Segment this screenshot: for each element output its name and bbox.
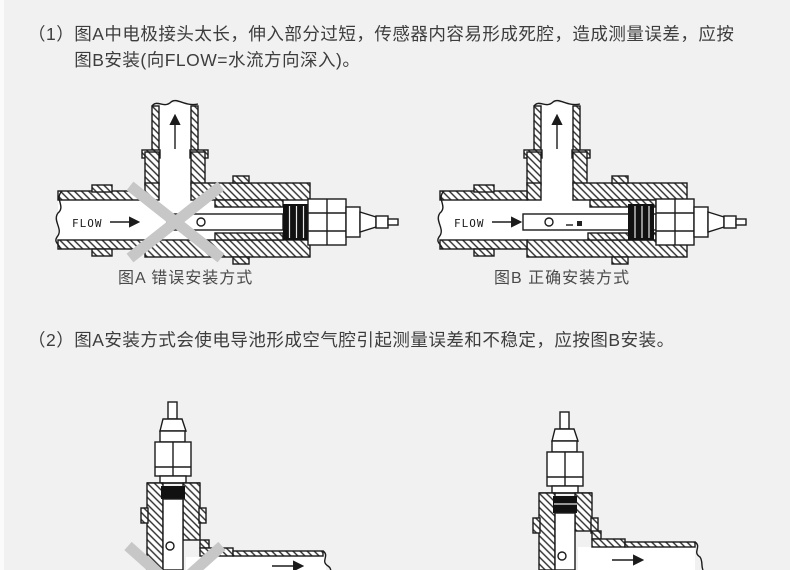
elbow-pipe xyxy=(591,530,704,570)
list-number: （2） xyxy=(28,330,75,350)
flow-label: FLOW xyxy=(72,217,103,230)
fitting-body xyxy=(532,492,599,570)
list-number: （1） xyxy=(28,24,75,44)
pipe-break-edge xyxy=(322,550,332,570)
cable-tip xyxy=(559,411,570,430)
figure-b-drawing: FLOW xyxy=(437,99,747,265)
electrode-shaft xyxy=(162,498,184,570)
paragraph-text: 图A安装方式会使电导池形成空气腔引起测量误差和不稳定，应按图B安装。 xyxy=(74,327,674,353)
inlet-pipe: FLOW xyxy=(55,184,146,257)
cable-tip xyxy=(735,218,747,226)
figure-c-drawing xyxy=(124,401,332,570)
connector-assembly xyxy=(154,401,192,484)
electrode-hole-icon xyxy=(165,541,175,551)
cable-tip xyxy=(387,218,399,226)
paragraph-text: 图A中电极接头太长，伸入部分过短，传感器内容易形成死腔，造成测量误差，应按 图B… xyxy=(74,21,734,73)
figure-d-drawing xyxy=(532,411,704,570)
page-left-edge xyxy=(0,0,4,570)
flow-label: FLOW xyxy=(454,217,485,230)
inlet-pipe: FLOW xyxy=(437,184,528,257)
branch-pipe xyxy=(523,99,591,186)
pipe-break-edge xyxy=(694,541,704,570)
tee-body xyxy=(144,175,311,265)
instruction-paragraph-2: （2） 图A安装方式会使电导池形成空气腔引起测量误差和不稳定，应按图B安装。 xyxy=(28,327,772,353)
electrode-hole-icon xyxy=(557,551,567,561)
ferrule xyxy=(283,204,308,240)
fitting-body xyxy=(140,482,207,570)
tee-body xyxy=(526,175,688,265)
figure-a-caption: 图A 错误安装方式 xyxy=(118,270,254,287)
paragraph-line: 图A中电极接头太长，伸入部分过短，传感器内容易形成死腔，造成测量误差，应按 xyxy=(74,24,735,44)
paragraph-line: 图B安装(向FLOW=水流方向深入)。 xyxy=(74,50,361,70)
electrode-assembly xyxy=(166,198,399,246)
connector-assembly xyxy=(546,411,584,494)
electrode-hole-icon xyxy=(544,217,554,227)
cable-tip xyxy=(167,401,178,420)
figure-a-drawing: FLOW xyxy=(55,99,399,265)
figure-b-caption: 图B 正确安装方式 xyxy=(494,270,631,287)
paragraph-line: 图A安装方式会使电导池形成空气腔引起测量误差和不稳定，应按图B安装。 xyxy=(74,330,675,350)
branch-pipe xyxy=(141,99,209,186)
ferrule xyxy=(628,204,654,240)
pipe-break-edge xyxy=(437,190,445,250)
cross-icon xyxy=(126,181,225,263)
instruction-paragraph-1: （1） 图A中电极接头太长，伸入部分过短，传感器内容易形成死腔，造成测量误差，应… xyxy=(28,21,772,73)
cross-icon xyxy=(124,541,226,570)
electrode-assembly xyxy=(522,198,747,246)
ferrule xyxy=(161,486,185,499)
electrode-hole-icon xyxy=(196,217,206,227)
pipe-break-edge xyxy=(55,190,63,250)
electrode-shaft xyxy=(554,512,576,570)
